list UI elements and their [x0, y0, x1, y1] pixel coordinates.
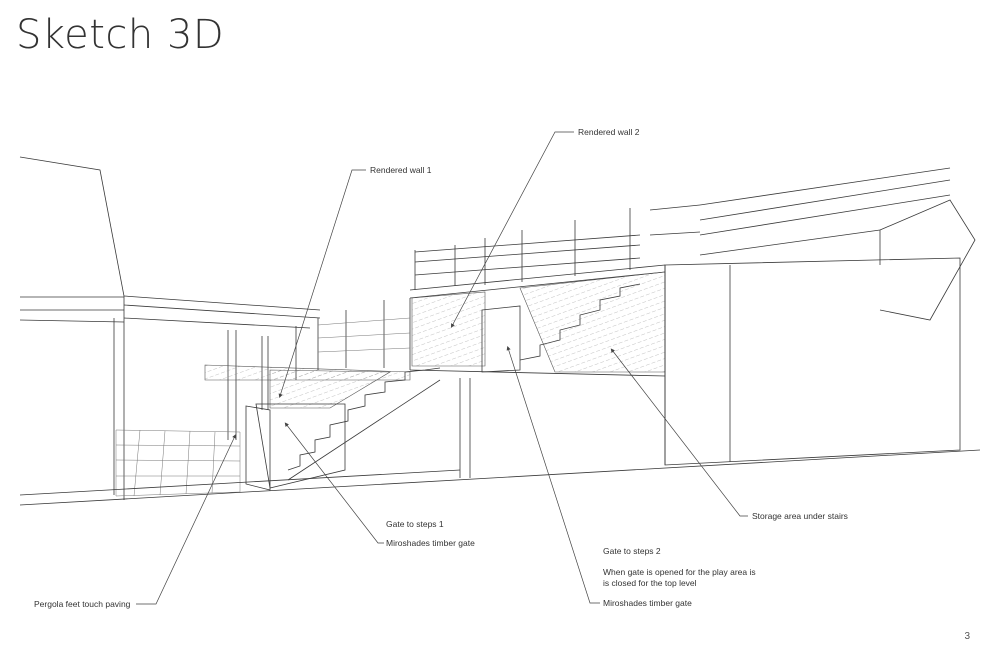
- label-storage-area: Storage area under stairs: [752, 511, 848, 521]
- label-gate-steps-1: Gate to steps 1: [386, 519, 444, 529]
- page-title: Sketch 3D: [16, 12, 225, 58]
- middle-tier: [409, 257, 961, 478]
- label-miroshades-gate-1: Miroshades timber gate: [386, 538, 475, 548]
- page-number: 3: [964, 631, 970, 642]
- rendered-wall-2: [411, 291, 486, 367]
- top-deck: [414, 167, 976, 321]
- label-pergola-feet: Pergola feet touch paving: [34, 599, 131, 609]
- pergola-structure: [19, 156, 321, 500]
- label-gate-note: When gate is opened for the play area is…: [603, 567, 756, 588]
- ground-line: [19, 449, 981, 506]
- upper-fence-1: [317, 298, 411, 370]
- paving: [115, 429, 241, 497]
- lower-steps: [287, 367, 441, 481]
- leader-rendered-wall-2: [451, 131, 574, 328]
- leader-lines: [136, 131, 748, 605]
- leader-storage: [610, 348, 748, 517]
- label-miroshades-gate-2: Miroshades timber gate: [603, 598, 692, 608]
- leader-pergola-feet: [136, 434, 237, 605]
- leader-gate-1: [284, 422, 384, 544]
- leader-rendered-wall-1: [278, 169, 366, 399]
- label-rendered-wall-2: Rendered wall 2: [578, 127, 640, 137]
- gate-1: [245, 403, 346, 491]
- label-gate-steps-2: Gate to steps 2: [603, 546, 661, 556]
- label-rendered-wall-1: Rendered wall 1: [370, 165, 432, 175]
- leader-gate-2: [506, 346, 600, 604]
